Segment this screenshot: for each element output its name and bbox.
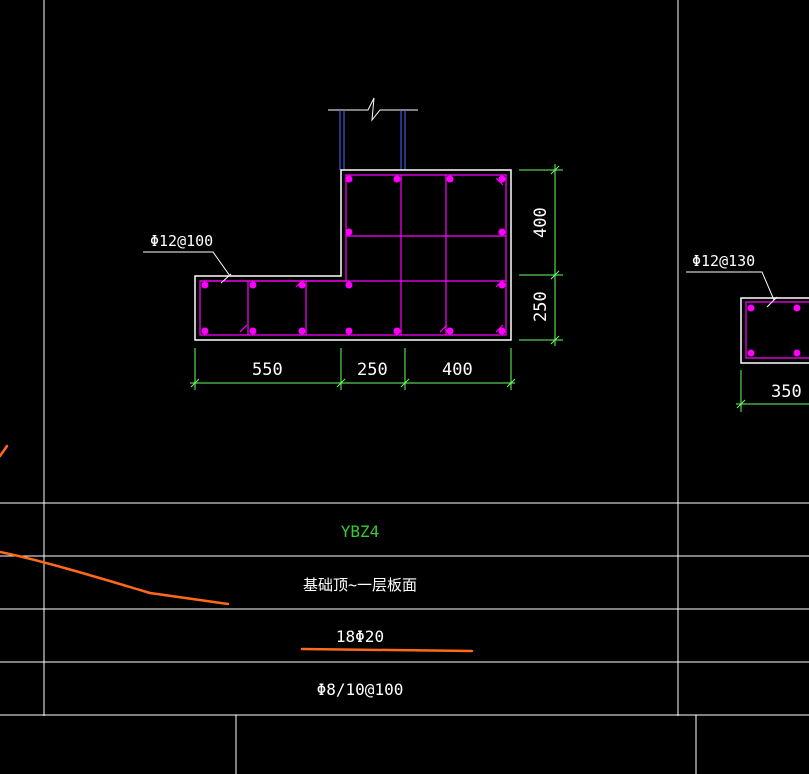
stirrup-label-left: Φ12@100	[150, 232, 213, 250]
dim-label-v-400: 400	[531, 207, 551, 238]
rebar-dot	[747, 304, 755, 312]
dim-label-550: 550	[252, 360, 283, 380]
rebar-dot	[298, 327, 306, 335]
rebar-dot	[201, 327, 209, 335]
markup-stroke	[0, 550, 230, 606]
rebar-dot	[498, 175, 506, 183]
rebar-dot	[446, 175, 454, 183]
dim-horizontal-left	[190, 348, 516, 390]
rebar-dot	[345, 327, 353, 335]
table-name: YBZ4	[341, 522, 380, 541]
rebar-dot	[393, 175, 401, 183]
table-stirrups: Φ8/10@100	[317, 680, 404, 699]
rebar-dot	[446, 327, 454, 335]
rebar-dot	[393, 327, 401, 335]
markup-strokes	[0, 444, 474, 653]
dim-vertical-left	[519, 164, 563, 346]
right-section	[686, 271, 809, 412]
break-line	[328, 97, 418, 170]
markup-stroke	[0, 444, 9, 458]
rebar-dot	[249, 327, 257, 335]
table-longitudinal-rebar: 18Φ20	[336, 627, 384, 646]
dim-label-350: 350	[771, 382, 802, 402]
rebar-dot	[793, 304, 801, 312]
stirrup-leader-left	[143, 251, 232, 284]
rebar-stirrups	[199, 174, 507, 336]
rebar-dot	[498, 281, 506, 289]
rebar-dot	[345, 228, 353, 236]
markup-underline	[300, 647, 474, 653]
rebar-dot	[249, 281, 257, 289]
dim-label-400: 400	[442, 360, 473, 380]
dim-label-v-250: 250	[531, 291, 551, 322]
rebar-dot	[498, 228, 506, 236]
rebar-dot	[747, 349, 755, 357]
rebar-dot	[345, 175, 353, 183]
rebar-dot	[498, 327, 506, 335]
rebar-bars	[201, 175, 506, 335]
rebar-dot	[793, 349, 801, 357]
rebar-dot	[201, 281, 209, 289]
table-elevation: 基础顶~一层板面	[303, 576, 417, 594]
column-outline	[194, 169, 512, 341]
stirrup-label-right: Φ12@130	[692, 252, 755, 270]
rebar-dot	[345, 281, 353, 289]
dim-label-250: 250	[357, 360, 388, 380]
rebar-dot	[298, 281, 306, 289]
